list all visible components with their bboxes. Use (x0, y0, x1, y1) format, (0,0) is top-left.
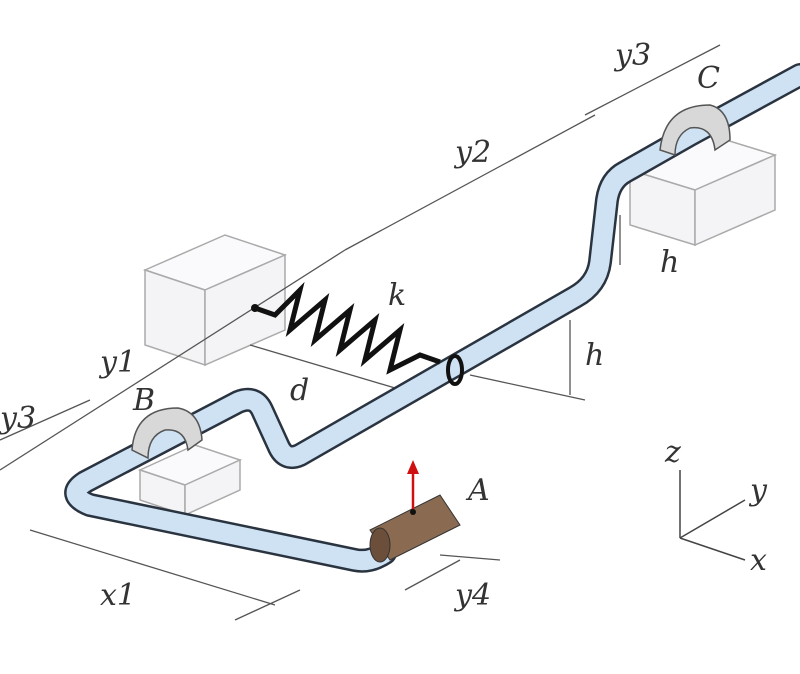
left-wall-block (142, 234, 288, 367)
pipe-collar (446, 354, 464, 386)
label-y2: y2 (453, 135, 491, 170)
label-h-upper: h (660, 245, 679, 280)
label-y3-left: y3 (0, 401, 36, 436)
support-block-b (137, 444, 243, 517)
support-b (131, 407, 203, 460)
label-d: d (290, 373, 309, 408)
pipe (64, 63, 800, 573)
label-c: C (697, 61, 720, 96)
label-y3-top: y3 (613, 38, 651, 73)
spring (251, 281, 441, 375)
support-block-c (627, 134, 778, 247)
label-y4: y4 (453, 578, 491, 613)
coordinate-axes (679, 470, 746, 561)
label-a: A (465, 473, 490, 508)
label-k: k (388, 278, 406, 313)
label-x1: x1 (100, 578, 136, 613)
label-y: y (748, 473, 768, 508)
label-x: x (750, 543, 767, 578)
label-b: B (132, 383, 155, 418)
label-z: z (664, 435, 681, 470)
label-y1: y1 (98, 345, 136, 380)
support-c (659, 104, 731, 157)
label-h-lower: h (585, 338, 604, 373)
dimension-lines (0, 44, 721, 621)
cylinder-a (369, 460, 461, 563)
